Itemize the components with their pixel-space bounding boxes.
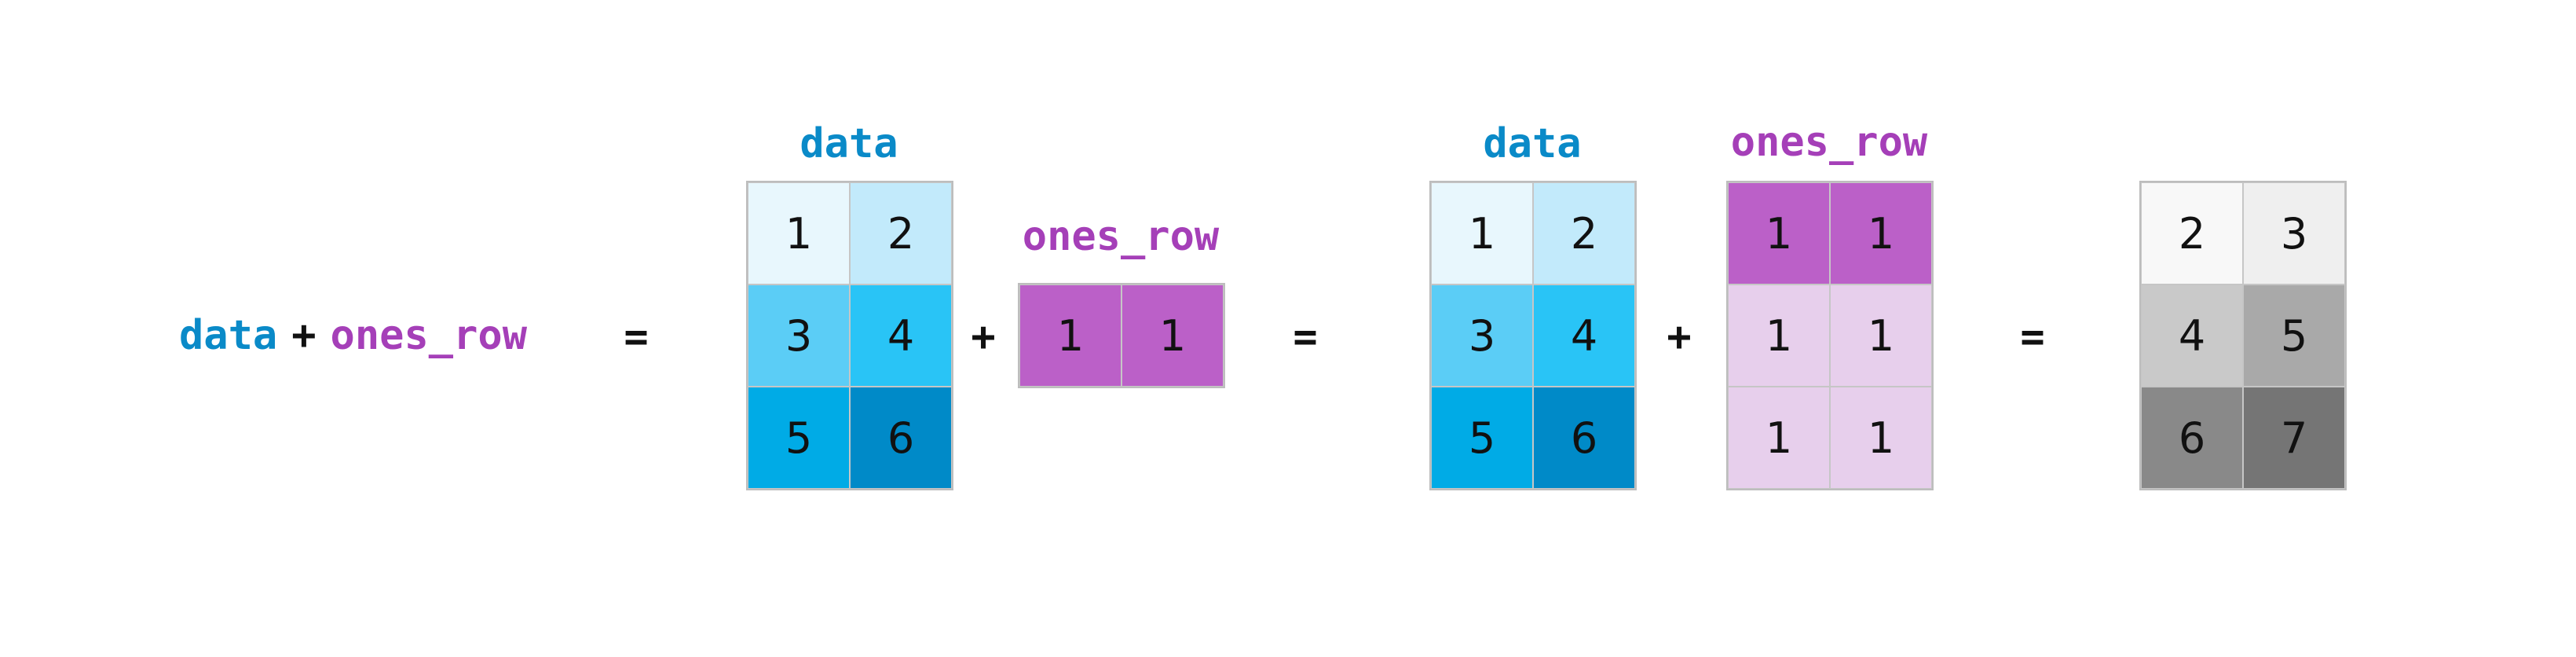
panel2-data-cell: 3 bbox=[1431, 284, 1533, 387]
equals-operator-0: = bbox=[624, 314, 649, 361]
panel2-data-cell: 6 bbox=[1533, 387, 1635, 489]
result-cell: 6 bbox=[2141, 387, 2243, 489]
panel1-data-cell: 1 bbox=[748, 182, 850, 284]
result-cell: 5 bbox=[2243, 284, 2345, 387]
panel2-ones-row-cell: 1 bbox=[1830, 387, 1932, 489]
panel2-ones-row-cell: 1 bbox=[1728, 387, 1830, 489]
panel1-data-label: data bbox=[800, 120, 898, 167]
result-cell: 4 bbox=[2141, 284, 2243, 387]
panel1-data-cell: 4 bbox=[850, 284, 952, 387]
panel2-ones-row-cell: 1 bbox=[1728, 284, 1830, 387]
panel1-ones-row-label: ones_row bbox=[1022, 213, 1220, 260]
equals-operator-1: = bbox=[1293, 314, 1318, 361]
panel1-ones-row-cell: 1 bbox=[1122, 284, 1224, 387]
panel2-ones-row-cell: 1 bbox=[1728, 182, 1830, 284]
plus-operator-1: + bbox=[971, 314, 996, 361]
panel1-ones-row-cell: 1 bbox=[1019, 284, 1122, 387]
result-cell: 3 bbox=[2243, 182, 2345, 284]
panel1-data-cell: 3 bbox=[748, 284, 850, 387]
result-cell: 2 bbox=[2141, 182, 2243, 284]
expression-ones-row-var: ones_row bbox=[330, 312, 527, 359]
panel1-data-cell: 2 bbox=[850, 182, 952, 284]
panel2-ones-row-label: ones_row bbox=[1730, 119, 1928, 166]
panel1-data-cell: 5 bbox=[748, 387, 850, 489]
panel2-ones-row-cell: 1 bbox=[1830, 284, 1932, 387]
panel2-data-cell: 2 bbox=[1533, 182, 1635, 284]
panel1-data-cell: 6 bbox=[850, 387, 952, 489]
expression-data-var: data bbox=[179, 312, 278, 359]
plus-operator-2: + bbox=[1667, 314, 1692, 361]
equals-operator-2: = bbox=[2020, 314, 2045, 361]
panel2-ones-row-cell: 1 bbox=[1830, 182, 1932, 284]
panel2-data-label: data bbox=[1483, 120, 1582, 167]
panel2-data-cell: 5 bbox=[1431, 387, 1533, 489]
panel2-data-cell: 1 bbox=[1431, 182, 1533, 284]
expression: data + ones_row bbox=[179, 308, 527, 363]
panel2-data-cell: 4 bbox=[1533, 284, 1635, 387]
expression-plus-operator: + bbox=[291, 312, 317, 359]
result-cell: 7 bbox=[2243, 387, 2345, 489]
